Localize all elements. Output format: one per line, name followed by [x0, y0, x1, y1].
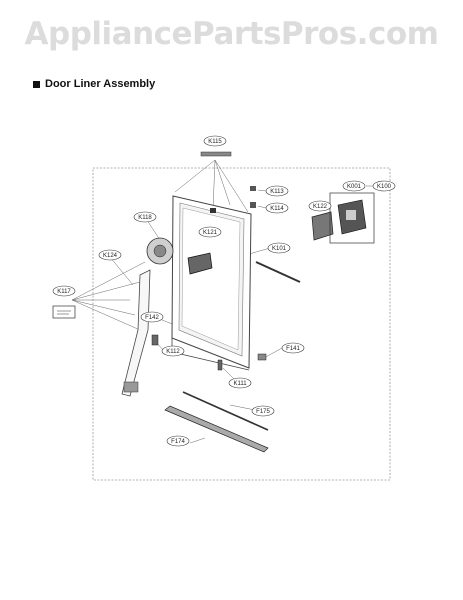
diagram-frame — [92, 167, 391, 481]
callout-f142 — [140, 311, 164, 323]
handle-grip-icon — [311, 211, 334, 241]
label-k101: K101 — [272, 246, 287, 252]
label-k121: K121 — [203, 230, 218, 236]
callout-k101 — [267, 242, 291, 254]
label-k111: K111 — [233, 381, 247, 387]
label-k113: K113 — [270, 189, 284, 195]
page-title: Door Liner Assembly — [33, 78, 155, 90]
callout-k113 — [265, 185, 289, 197]
callout-f174 — [166, 435, 190, 447]
callout-k111 — [228, 377, 252, 389]
door-liner — [171, 195, 252, 371]
dispenser-icon — [146, 237, 174, 265]
label-k112: K112 — [166, 349, 180, 355]
hinge-slot-icon — [210, 208, 216, 213]
clip-parts-icon — [250, 186, 256, 208]
gasket-strip-icon — [200, 151, 232, 157]
label-f141: F141 — [286, 346, 300, 352]
watermark: AppliancePartsPros.com — [24, 16, 439, 52]
callout-k117 — [52, 285, 76, 297]
label-k122: K122 — [313, 204, 328, 210]
callout-f175 — [251, 405, 275, 417]
control-module-box — [329, 192, 375, 244]
label-f142: F142 — [145, 315, 159, 321]
label-f174: F174 — [171, 439, 185, 445]
label-k100: K100 — [377, 184, 392, 190]
callout-k001 — [342, 180, 366, 192]
label-k118: K118 — [138, 215, 152, 221]
label-f175: F175 — [256, 409, 270, 415]
vent-icon — [187, 252, 213, 275]
hinge-cap-icon — [257, 353, 267, 361]
bottom-strip-icon — [164, 405, 269, 453]
callout-f141 — [281, 342, 305, 354]
rating-label-icon — [52, 305, 76, 319]
label-k115: K115 — [208, 139, 222, 145]
callout-k124 — [98, 249, 122, 261]
callout-k100 — [372, 180, 396, 192]
callout-k122 — [308, 200, 332, 212]
label-k001: K001 — [347, 184, 362, 190]
callout-k114 — [265, 202, 289, 214]
thin-strip-icon — [182, 391, 269, 431]
latch-icon — [217, 359, 223, 371]
title-bullet — [33, 80, 40, 88]
side-panel — [121, 269, 151, 397]
bracket-icon — [151, 334, 159, 346]
callout-k115 — [203, 135, 227, 147]
label-k117: K117 — [57, 289, 71, 295]
rod-icon — [255, 261, 301, 283]
callout-k121 — [198, 226, 222, 238]
label-k114: K114 — [270, 206, 284, 212]
title-text: Door Liner Assembly — [45, 78, 156, 90]
callout-k112 — [161, 345, 185, 357]
label-k124: K124 — [103, 253, 118, 259]
callout-k118 — [133, 211, 157, 223]
